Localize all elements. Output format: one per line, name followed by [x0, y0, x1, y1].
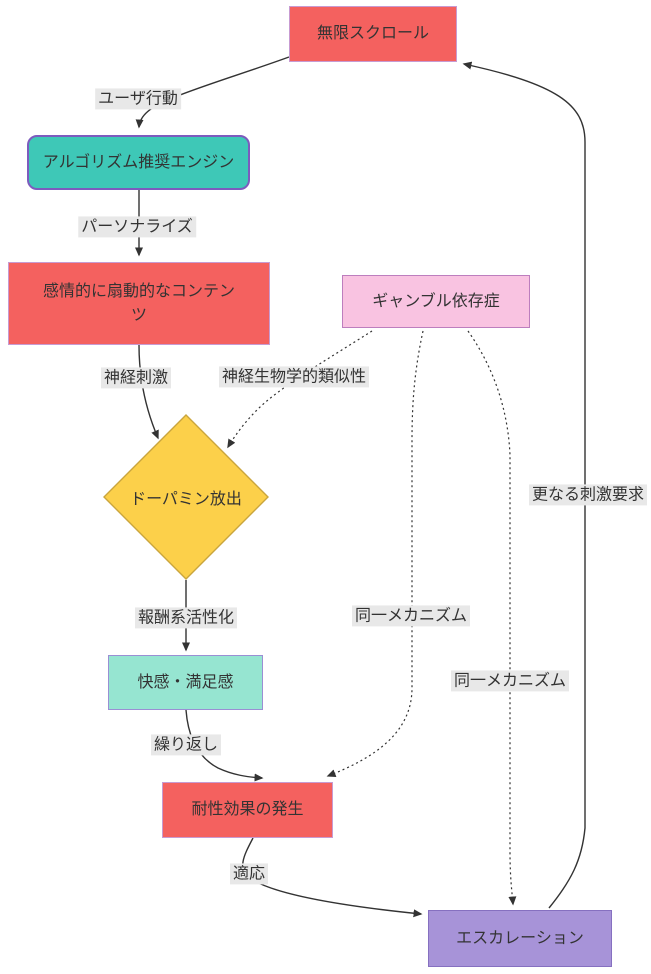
- node-emotional-content: 感情的に扇動的なコンテンツ: [8, 262, 270, 345]
- node-infinite-scroll-label: 無限スクロール: [316, 25, 429, 43]
- node-pleasure: 快感・満足感: [108, 655, 263, 710]
- node-algorithm-engine-label: アルゴリズム推奨エンジン: [42, 153, 235, 171]
- node-tolerance: 耐性効果の発生: [162, 782, 333, 838]
- node-pleasure-label: 快感・満足感: [137, 673, 234, 691]
- edge-repetition: [185, 709, 264, 782]
- edge-label-more-stimulus: 更なる刺激要求: [528, 484, 648, 506]
- node-infinite-scroll: 無限スクロール: [289, 6, 457, 62]
- node-dopamine-label: ドーパミン放出: [130, 491, 242, 508]
- node-dopamine-diamond: [103, 414, 269, 580]
- node-escalation-label: エスカレーション: [456, 929, 584, 947]
- edge-more-stimulus: [462, 61, 586, 909]
- edge-label-adaptation: 適応: [229, 863, 269, 885]
- node-tolerance-label: 耐性効果の発生: [191, 801, 304, 819]
- edge-label-same-mechanism-1: 同一メカニズム: [351, 605, 471, 627]
- edge-label-same-mechanism-2: 同一メカニズム: [450, 670, 570, 692]
- edge-same-mechanism-2: [467, 330, 517, 906]
- node-algorithm-engine: アルゴリズム推奨エンジン: [27, 135, 250, 190]
- edge-neural-stimulation: [138, 344, 159, 440]
- edge-label-personalize: パーソナライズ: [78, 216, 196, 238]
- node-gambling-addiction: ギャンブル依存症: [342, 275, 530, 328]
- node-escalation: エスカレーション: [428, 910, 612, 967]
- edge-label-user-action: ユーザ行動: [95, 88, 181, 110]
- edge-label-repetition: 繰り返し: [150, 734, 222, 756]
- edge-label-neuro-similarity: 神経生物学的類似性: [218, 366, 370, 388]
- node-emotional-content-label: 感情的に扇動的なコンテンツ: [42, 283, 235, 324]
- edge-label-reward-activation: 報酬系活性化: [134, 607, 238, 629]
- edge-same-mechanism-1: [326, 330, 424, 777]
- edge-neuro-similarity: [227, 330, 373, 449]
- edge-label-neural-stimulation: 神経刺激: [100, 367, 172, 389]
- node-gambling-addiction-label: ギャンブル依存症: [372, 292, 500, 310]
- edge-adaptation: [242, 837, 423, 918]
